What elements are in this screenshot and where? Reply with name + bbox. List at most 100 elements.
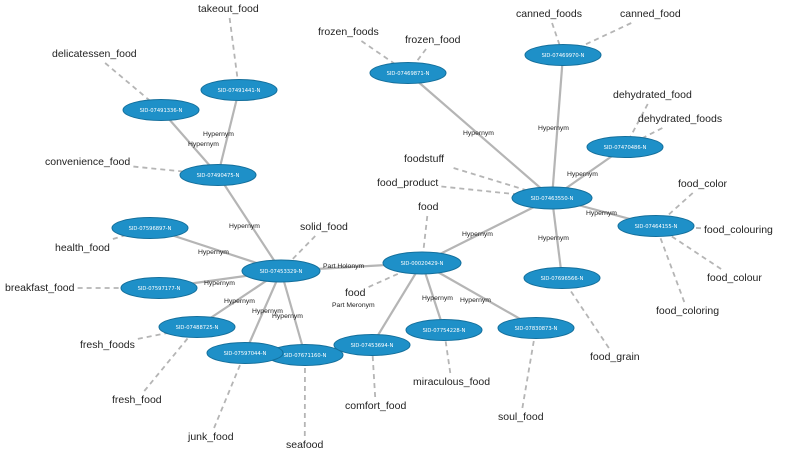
relation-edge bbox=[421, 197, 553, 264]
relation-label: Hypernym bbox=[463, 130, 494, 137]
synset-node-shape bbox=[179, 164, 257, 186]
synset-node[interactable]: SID-00020429-N bbox=[382, 251, 462, 275]
synset-node-label: SID-07470486-N bbox=[604, 145, 647, 151]
synset-node-shape bbox=[617, 215, 695, 237]
term-label: health_food bbox=[55, 242, 110, 254]
synonym-link bbox=[655, 225, 686, 303]
term-label: food_color bbox=[678, 178, 728, 190]
term-label: food_grain bbox=[590, 351, 640, 363]
synset-node-label: SID-07463550-N bbox=[531, 196, 574, 202]
synset-node-shape bbox=[241, 259, 321, 283]
relation-label: Hypernym bbox=[538, 235, 569, 242]
synonym-link bbox=[143, 326, 198, 392]
relation-edge bbox=[243, 270, 283, 354]
synonym-link bbox=[213, 352, 246, 429]
synset-node-label: SID-07453329-N bbox=[260, 269, 303, 275]
synset-node[interactable]: SID-07596897-N bbox=[111, 217, 189, 239]
synset-node[interactable]: SID-07469970-N bbox=[524, 44, 602, 66]
synset-node-shape bbox=[158, 316, 236, 338]
synset-node[interactable]: SID-07453329-N bbox=[241, 259, 321, 283]
synset-node-shape bbox=[524, 44, 602, 66]
synset-node[interactable]: SID-07830873-N bbox=[497, 317, 575, 339]
synset-node[interactable]: SID-07754228-N bbox=[405, 319, 483, 341]
synonym-link bbox=[562, 22, 632, 56]
synset-node-shape bbox=[122, 99, 200, 121]
relation-label: Hypernym bbox=[204, 280, 235, 287]
synset-node-label: SID-07490475-N bbox=[197, 173, 240, 179]
term-label: dehydrated_food bbox=[613, 89, 692, 101]
relation-labels: HypernymHypernymHypernymHypernymHypernym… bbox=[188, 125, 617, 320]
synset-node-label: SID-07469871-N bbox=[387, 71, 430, 77]
synset-nodes: SID-07491441-N SID-07491336-N SID-07490475… bbox=[111, 44, 695, 366]
synset-node-label: SID-07491441-N bbox=[218, 88, 261, 94]
synset-node-shape bbox=[497, 317, 575, 339]
synset-node-shape bbox=[120, 277, 198, 299]
term-label: breakfast_food bbox=[5, 282, 75, 294]
relation-edge bbox=[217, 174, 282, 272]
relation-label: Hypernym bbox=[567, 171, 598, 178]
relation-edge bbox=[216, 89, 241, 176]
term-label: food bbox=[345, 287, 366, 299]
synset-node-shape bbox=[200, 79, 278, 101]
term-label: convenience_food bbox=[45, 156, 130, 168]
term-labels: takeout_food delicatessen_food convenience… bbox=[5, 3, 773, 451]
synonym-link bbox=[228, 17, 240, 91]
relation-label: Hypernym bbox=[462, 231, 493, 238]
relation-edge bbox=[160, 109, 219, 176]
synset-node-shape bbox=[405, 319, 483, 341]
synset-node[interactable]: SID-07464155-N bbox=[617, 215, 695, 237]
synset-node-label: SID-07696566-N bbox=[541, 276, 584, 282]
synset-node[interactable]: SID-07463550-N bbox=[511, 186, 593, 210]
synset-node-label: SID-07469970-N bbox=[542, 53, 585, 59]
synset-node[interactable]: SID-07597177-N bbox=[120, 277, 198, 299]
synset-node-shape bbox=[369, 62, 447, 84]
synset-node[interactable]: SID-07488725-N bbox=[158, 316, 236, 338]
term-label: food_coloring bbox=[656, 305, 719, 317]
term-label: miraculous_food bbox=[413, 376, 490, 388]
synset-node-shape bbox=[511, 186, 593, 210]
relation-edge bbox=[550, 197, 564, 279]
synonym-link bbox=[521, 327, 537, 409]
relation-label: Hypernym bbox=[188, 141, 219, 148]
relation-label: Hypernym bbox=[252, 308, 283, 315]
term-label: food_colour bbox=[707, 272, 762, 284]
synset-node-label: SID-00020429-N bbox=[401, 261, 444, 267]
synset-node-label: SID-07597044-N bbox=[224, 351, 267, 357]
term-label: frozen_food bbox=[405, 34, 461, 46]
synset-node-label: SID-07453694-N bbox=[351, 343, 394, 349]
relation-edge bbox=[421, 262, 537, 329]
synset-node[interactable]: SID-07696566-N bbox=[523, 267, 601, 289]
term-label: frozen_foods bbox=[318, 26, 379, 38]
relation-label: Part Holonym bbox=[323, 263, 365, 270]
synset-node-shape bbox=[206, 342, 284, 364]
term-label: comfort_food bbox=[345, 400, 406, 412]
synset-node[interactable]: SID-07491441-N bbox=[200, 79, 278, 101]
relation-label: Part Meronym bbox=[332, 302, 375, 309]
synset-node[interactable]: SID-07491336-N bbox=[122, 99, 200, 121]
relation-label: Hypernym bbox=[538, 125, 569, 132]
term-label: soul_food bbox=[498, 411, 544, 423]
synset-node-label: SID-07488725-N bbox=[176, 325, 219, 331]
relation-edge bbox=[371, 262, 423, 346]
synset-node-label: SID-07830873-N bbox=[515, 326, 558, 332]
synset-node-shape bbox=[333, 334, 411, 356]
relation-edge bbox=[407, 72, 553, 199]
term-label: food bbox=[418, 201, 439, 213]
synset-node[interactable]: SID-07490475-N bbox=[179, 164, 257, 186]
synset-node-label: SID-07464155-N bbox=[635, 224, 678, 230]
relation-label: Hypernym bbox=[422, 295, 453, 302]
synset-node[interactable]: SID-07597044-N bbox=[206, 342, 284, 364]
term-label: delicatessen_food bbox=[52, 48, 137, 60]
synset-node[interactable]: SID-07469871-N bbox=[369, 62, 447, 84]
term-label: takeout_food bbox=[198, 3, 259, 15]
relation-label: Hypernym bbox=[203, 131, 234, 138]
synset-node[interactable]: SID-07470486-N bbox=[586, 136, 664, 158]
synset-node[interactable]: SID-07453694-N bbox=[333, 334, 411, 356]
relation-edge bbox=[279, 270, 307, 356]
term-label: fresh_foods bbox=[80, 339, 135, 351]
term-label: dehydrated_foods bbox=[638, 113, 722, 125]
synset-node-label: SID-07596897-N bbox=[129, 226, 172, 232]
term-label: canned_food bbox=[620, 8, 681, 20]
term-label: canned_foods bbox=[516, 8, 582, 20]
